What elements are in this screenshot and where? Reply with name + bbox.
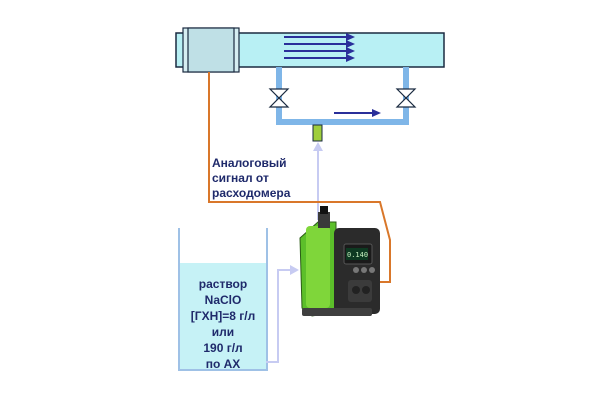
tank-outline: [178, 228, 268, 371]
tank-label-line3: [ГХН]=8 г/л: [190, 309, 256, 323]
signal-label: Аналоговый сигнал от расходомера: [212, 156, 291, 200]
tank-label: раствор NaClO [ГХН]=8 г/л или 190 г/л по…: [180, 276, 266, 372]
dosing-pump-icon: [299, 206, 380, 317]
arrow-right-icon: [284, 40, 355, 48]
arrow-right-icon: [284, 33, 355, 41]
flowmeter-icon: [187, 27, 235, 73]
tank-label-line6: по АХ: [205, 357, 241, 371]
suction-line: [266, 269, 292, 363]
pump-display-value: 0.140: [347, 251, 369, 259]
tank-label-line2: NaClO: [204, 293, 242, 307]
arrow-right-icon: [334, 109, 381, 117]
tank-label-line5: 190 г/л: [203, 341, 243, 355]
injection-point-icon: [312, 124, 323, 142]
tank-liquid: [180, 263, 266, 369]
arrow-right-icon: [284, 47, 355, 55]
tank-label-line1: раствор: [198, 277, 248, 291]
valve-icon: [268, 88, 290, 108]
suction-line-arrowhead: [290, 265, 299, 275]
dosing-line-arrowhead: [313, 142, 323, 151]
signal-wire: [208, 72, 391, 283]
arrow-right-icon: [284, 54, 355, 62]
tank-label-line4: или: [211, 325, 235, 339]
flow-arrows-main: [284, 33, 355, 62]
valve-icon: [395, 88, 417, 108]
